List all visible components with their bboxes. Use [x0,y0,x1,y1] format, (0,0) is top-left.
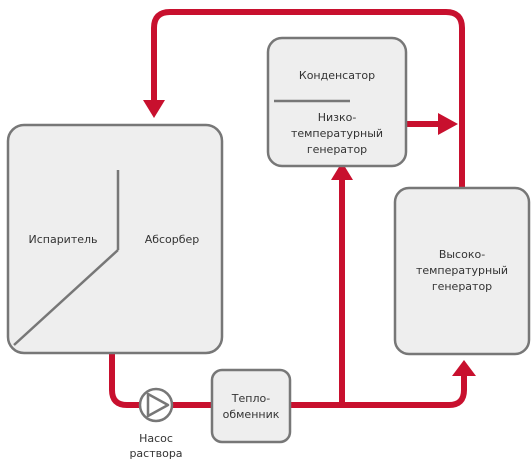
htg-label-line-1: Высоко- [439,248,485,261]
pump-label-line-1: Насос [139,432,173,445]
pipe-network [109,9,467,408]
heat-exchanger-box [210,368,292,444]
ltg-label-line-2: температурный [291,127,383,140]
pump-label-line-2: раствора [129,447,182,460]
pipe-top-loop [151,9,465,188]
condenser-label: Конденсатор [299,69,375,82]
arrow-icon [452,360,476,376]
htg-label-line-3: генератор [432,280,492,293]
pump-icon [138,387,174,423]
high-temp-generator: Высоко- температурный генератор [393,186,531,356]
evaporator-label: Испаритель [28,233,97,246]
condenser-ltg-vessel: Конденсатор Низко- температурный генерат… [266,36,408,168]
solution-pump: Насос раствора [129,387,183,460]
ltg-label-line-1: Низко- [318,111,357,124]
ltg-label-line-3: генератор [307,143,367,156]
htg-label-line-2: температурный [416,264,508,277]
absorber-label: Абсорбер [145,233,200,246]
pipe-absorber-to-pump [109,352,140,408]
heat-exchanger: Тепло- обменник [210,368,292,444]
arrow-icon [438,113,458,135]
vessel-divider-diagonal [13,249,119,346]
vessel-box [6,123,224,355]
arrow-icon [143,100,165,118]
arrow-icon [331,162,353,180]
pipe-exchanger-to-htg [290,376,467,408]
flow-arrows [143,100,476,376]
evaporator-absorber-vessel: Испаритель Абсорбер [6,123,224,355]
heat-exchanger-label-line-1: Тепло- [231,392,270,405]
heat-exchanger-label-line-2: обменник [223,408,280,421]
htg-box [393,186,531,356]
